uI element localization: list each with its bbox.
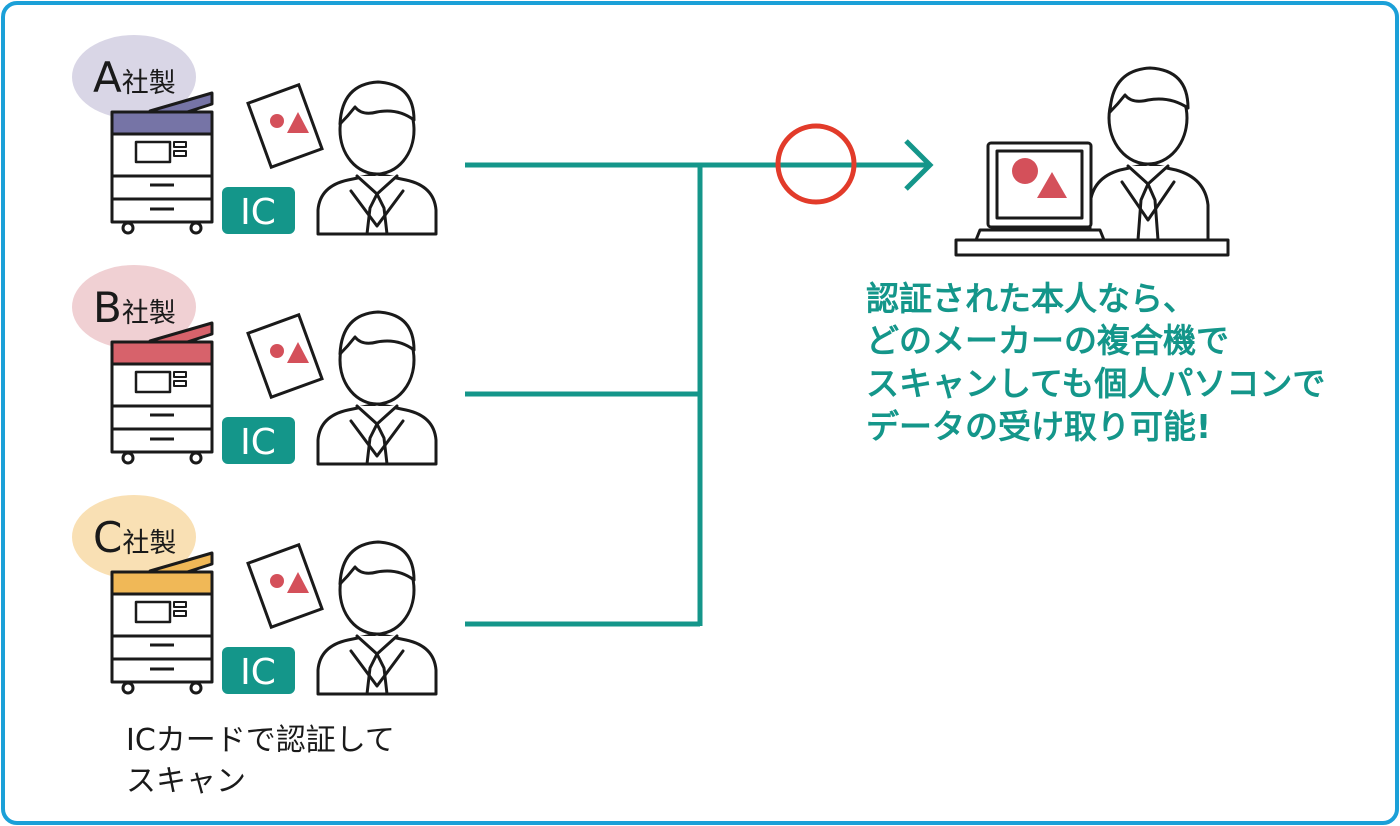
ic-card-label-b: IC <box>240 422 276 463</box>
caption-line-1: ICカードで認証して <box>126 723 395 758</box>
maker-badge-b <box>72 265 196 349</box>
source-row-b: B社製 IC <box>72 265 438 466</box>
printer-icon-b <box>110 321 214 465</box>
maker-badge-a <box>72 35 196 119</box>
message-line-4: データの受け取り可能! <box>866 407 1211 446</box>
arrow-head-icon <box>904 139 934 191</box>
laptop-icon <box>954 141 1230 257</box>
document-icon-c <box>246 542 324 630</box>
connection-lines <box>465 139 934 627</box>
document-icon-b <box>246 312 324 400</box>
person-icon-c <box>316 540 438 696</box>
ok-circle-icon <box>775 123 857 205</box>
person-icon-b <box>316 310 438 466</box>
ic-card-label-c: IC <box>240 652 276 693</box>
message-line-1: 認証された本人なら、 <box>866 279 1196 318</box>
screen-image-icon <box>1012 158 1067 198</box>
source-row-a: A社製 IC <box>72 35 438 236</box>
ic-card-icon-a <box>222 187 295 234</box>
document-icon-a <box>246 82 324 170</box>
ic-card-label-a: IC <box>240 192 276 233</box>
person-icon-a <box>316 80 438 236</box>
printer-icon-a <box>110 91 214 235</box>
caption-line-2: スキャン <box>126 764 246 799</box>
message-line-2: どのメーカーの複合機で <box>866 321 1229 360</box>
maker-label-b: B社製 <box>93 283 176 332</box>
maker-label-a: A社製 <box>93 53 176 102</box>
maker-label-c: C社製 <box>93 513 176 562</box>
ic-card-icon-b <box>222 417 295 464</box>
ic-card-icon-c <box>222 647 295 694</box>
source-row-c: C社製 IC <box>72 495 438 696</box>
source-rows: A社製 IC B社製 IC C社製 IC <box>72 35 438 696</box>
maker-badge-c <box>72 495 196 579</box>
receiver-person-icon <box>1088 66 1210 242</box>
message-line-3: スキャンしても個人パソコンで <box>866 364 1325 403</box>
printer-icon-c <box>110 551 214 695</box>
receiver-message: 認証された本人なら、 どのメーカーの複合機で スキャンしても個人パソコンで デー… <box>866 279 1325 446</box>
